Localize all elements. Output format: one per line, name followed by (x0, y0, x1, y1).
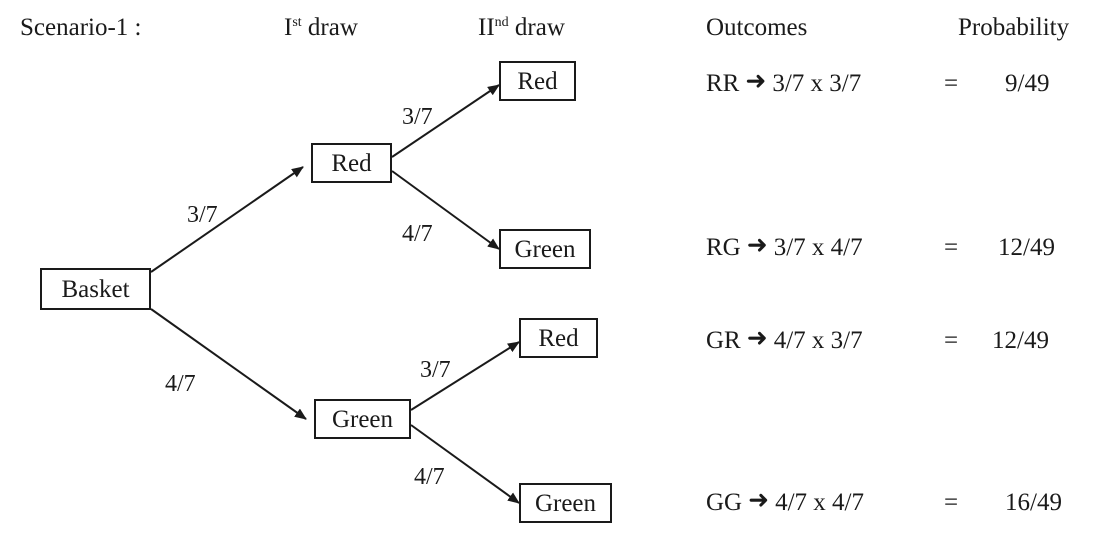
scenario-title: Scenario-1 : (20, 14, 142, 41)
second-draw-rest: draw (508, 14, 565, 41)
node-basket: Basket (40, 268, 151, 310)
edge-basket-red (150, 166, 304, 273)
outcome-code: RG (706, 234, 741, 261)
outcome-row: GR➜4/7 x 3/7 (706, 325, 863, 354)
edge-red-green (391, 170, 500, 250)
outcome-expression: 3/7 x 4/7 (773, 234, 863, 261)
label-red-red: 3/7 (402, 104, 433, 130)
edge-red-red (391, 84, 500, 158)
outcome-expression: 4/7 x 3/7 (773, 327, 863, 354)
first-draw-base: I (284, 14, 293, 41)
outcome-code: RR (706, 70, 740, 97)
outcome-probability: 12/49 (992, 327, 1049, 354)
outcome-code: GR (706, 327, 741, 354)
outcome-equals: = (944, 70, 959, 97)
outcome-equals: = (944, 489, 959, 516)
right-arrow-icon: ➜ (746, 232, 768, 259)
probability-header: Probability (958, 14, 1070, 41)
edge-basket-green (150, 308, 307, 420)
outcome-expression: 3/7 x 3/7 (772, 70, 862, 97)
first-draw-rest: draw (301, 14, 358, 41)
node-first-red: Red (311, 143, 392, 183)
outcomes-header: Outcomes (706, 14, 808, 41)
outcome-row: RR➜3/7 x 3/7 (706, 68, 862, 97)
outcome-row: RG➜3/7 x 4/7 (706, 232, 863, 261)
first-draw-header: Ist draw (284, 15, 358, 40)
first-draw-sup: st (292, 15, 302, 30)
outcome-row: GG➜4/7 x 4/7 (706, 487, 864, 516)
outcome-code: GG (706, 489, 743, 516)
outcome-expression: 4/7 x 4/7 (775, 489, 864, 516)
right-arrow-icon: ➜ (748, 487, 770, 514)
outcome-probability: 16/49 (1005, 489, 1062, 516)
label-basket-red: 3/7 (187, 202, 218, 228)
outcome-equals: = (944, 234, 959, 261)
second-draw-header: IInd draw (478, 15, 565, 40)
second-draw-sup: nd (494, 15, 509, 30)
right-arrow-icon: ➜ (745, 68, 767, 95)
label-green-green: 4/7 (414, 464, 445, 490)
edge-green-red (410, 341, 520, 411)
label-red-green: 4/7 (402, 221, 433, 247)
node-second-red-bottom: Red (519, 318, 598, 358)
second-draw-base: II (478, 14, 495, 41)
outcome-probability: 9/49 (1005, 70, 1050, 97)
right-arrow-icon: ➜ (746, 325, 768, 352)
outcome-probability: 12/49 (998, 234, 1055, 261)
node-first-green: Green (314, 399, 411, 439)
node-second-green-bottom: Green (519, 483, 612, 523)
label-green-red: 3/7 (420, 357, 451, 383)
outcome-equals: = (944, 327, 959, 354)
node-second-red-top: Red (499, 61, 576, 101)
edge-green-green (410, 424, 520, 504)
node-second-green-top: Green (499, 229, 591, 269)
label-basket-green: 4/7 (165, 371, 196, 397)
